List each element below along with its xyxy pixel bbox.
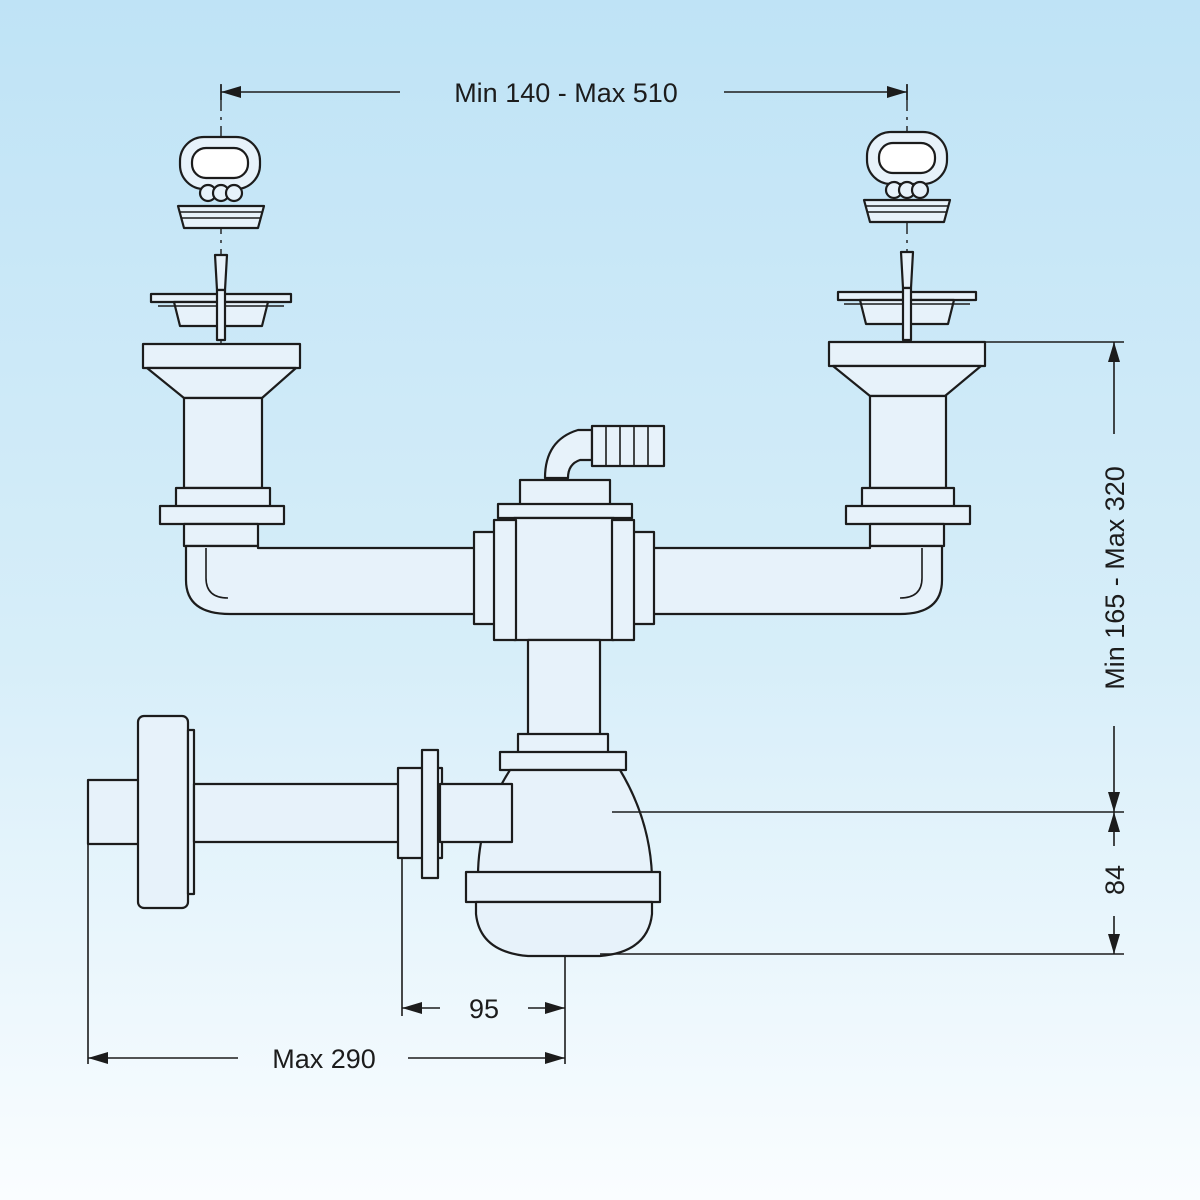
- dimension-label-trap-offset: 95: [469, 994, 499, 1024]
- dimension-label-trap-height: 84: [1100, 865, 1130, 895]
- dimension-label-wall-distance: Max 290: [272, 1044, 376, 1074]
- right-strainer: [827, 250, 987, 548]
- dimension-label-outlet-spacing: Min 140 - Max 510: [454, 78, 678, 108]
- dimension-trap-offset: 95: [401, 858, 566, 1064]
- wall-outlet-pipe: [86, 714, 514, 910]
- dimension-outlet-spacing: Min 140 - Max 510: [220, 78, 908, 108]
- left-stopper: [176, 135, 266, 230]
- central-tee: [472, 424, 666, 772]
- dimension-trap-height: 84: [600, 812, 1130, 955]
- left-strainer: [141, 253, 302, 548]
- dimension-label-height-range: Min 165 - Max 320: [1100, 466, 1130, 690]
- right-stopper: [862, 130, 952, 224]
- bottle-trap: [464, 768, 662, 958]
- dimension-height-range: Min 165 - Max 320: [612, 341, 1130, 813]
- dimension-wall-distance: Max 290: [87, 844, 565, 1074]
